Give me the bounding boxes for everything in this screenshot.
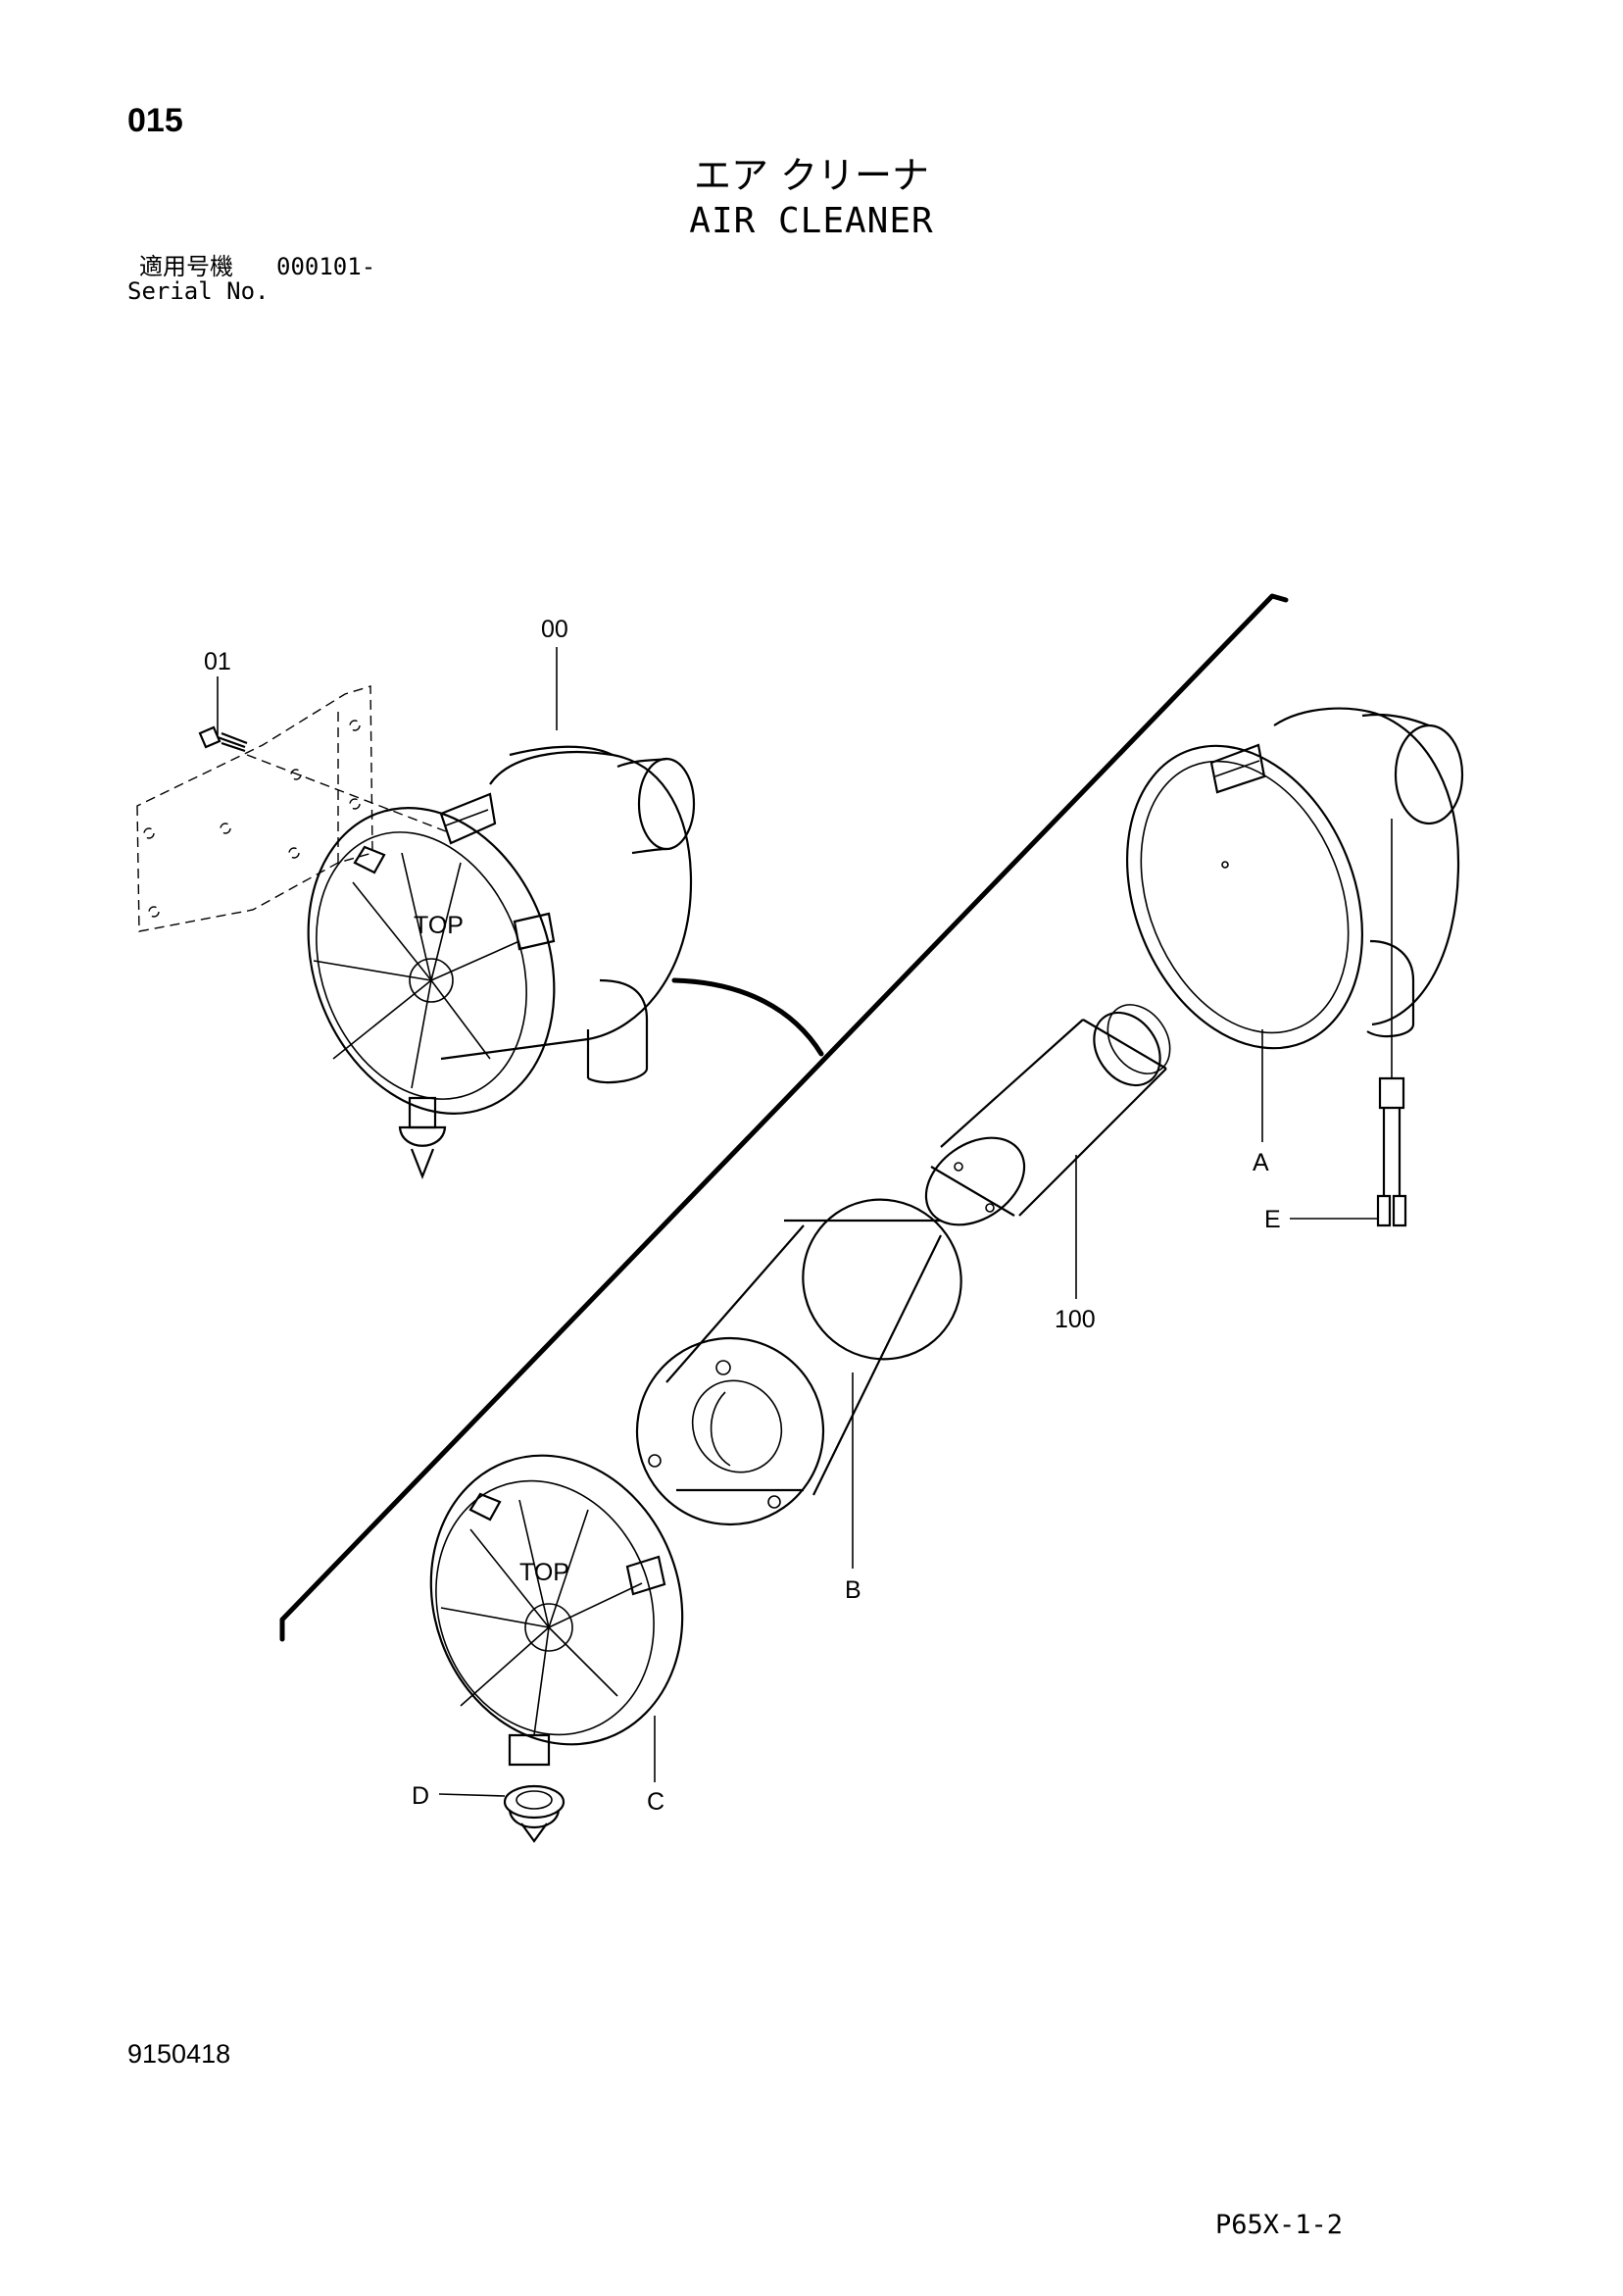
assembled-air-cleaner: TOP <box>307 647 696 1180</box>
callout-d: D <box>412 1782 429 1810</box>
callout-c: C <box>647 1788 664 1816</box>
exploded-view-boundary <box>279 593 1289 1642</box>
serial-label-japanese: 適用号機 <box>139 253 233 280</box>
safety-element-100 <box>924 1004 1171 1299</box>
bolt-01 <box>198 676 248 753</box>
housing-a <box>1125 707 1464 1142</box>
page-title-japanese: エア クリーナ <box>693 154 930 197</box>
dust-valve-d <box>438 1784 566 1843</box>
assembly-leader-curve <box>671 977 824 1057</box>
callout-01: 01 <box>204 648 231 675</box>
callout-b: B <box>845 1576 861 1604</box>
page-code: P65X-1-2 <box>1215 2210 1344 2240</box>
cover-top-marking: TOP <box>414 912 464 939</box>
restriction-switch-e <box>1290 1076 1407 1227</box>
callout-a: A <box>1253 1149 1269 1176</box>
callout-e: E <box>1264 1206 1281 1233</box>
page-number: 015 <box>127 102 183 139</box>
primary-element-b <box>635 1198 962 1569</box>
cover-c: TOP <box>429 1454 684 1782</box>
drawing-number: 9150418 <box>127 2039 231 2069</box>
serial-range: 000101- <box>276 253 376 280</box>
cover-c-top-marking: TOP <box>519 1559 569 1586</box>
page-title-english: AIR CLEANER <box>689 201 934 241</box>
callout-100: 100 <box>1055 1306 1096 1333</box>
callout-00: 00 <box>541 616 568 643</box>
serial-label-english: Serial No. <box>127 277 270 305</box>
mounting-bracket <box>136 685 447 932</box>
